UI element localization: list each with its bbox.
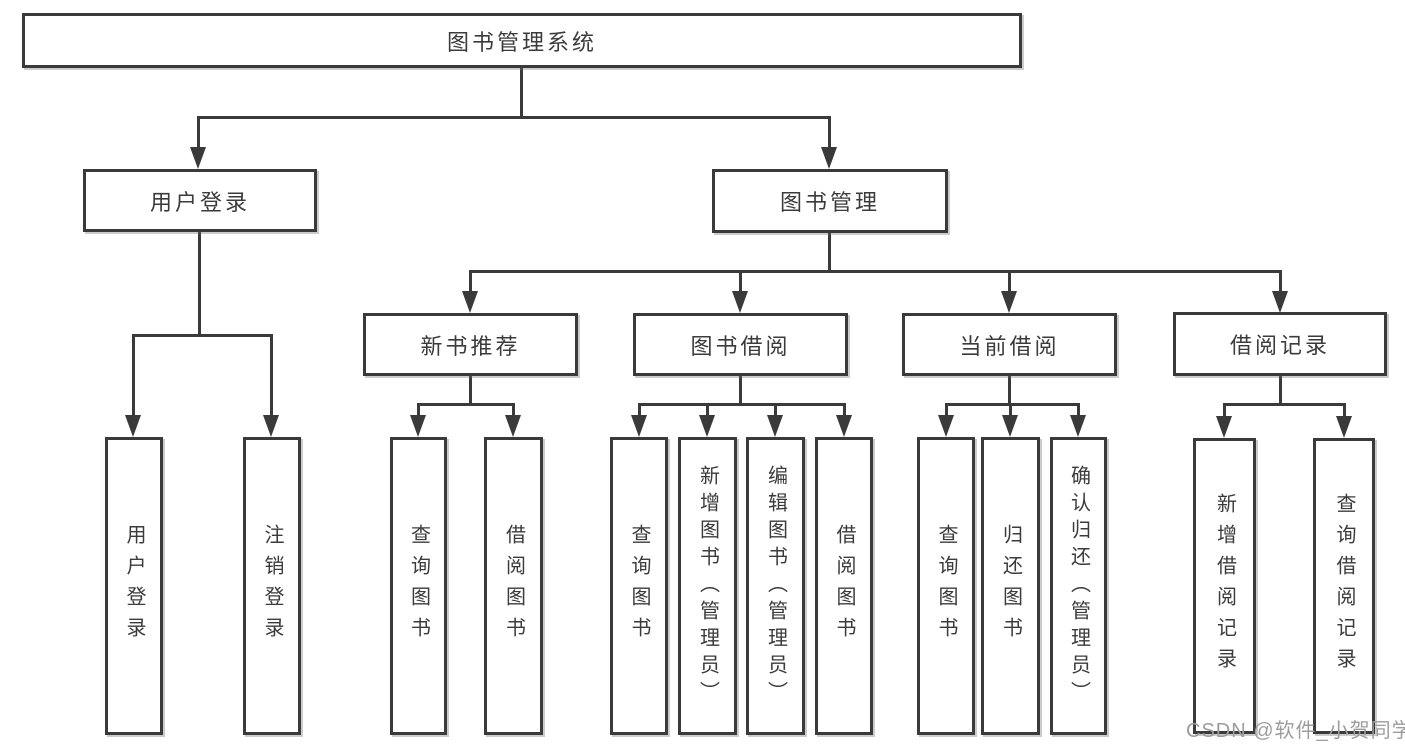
connector-line bbox=[1077, 403, 1080, 418]
leaf-query-book-recommend: 查询图书 bbox=[390, 437, 447, 735]
arrow-down-icon bbox=[767, 415, 783, 437]
node-book-management: 图书管理 bbox=[712, 169, 948, 233]
arrow-down-icon bbox=[732, 291, 748, 313]
arrow-down-icon bbox=[505, 415, 521, 437]
connector-line bbox=[945, 403, 1080, 406]
leaf-confirm-return-admin: 确认归还（管理员） bbox=[1050, 437, 1107, 735]
connector-line bbox=[198, 231, 201, 337]
connector-line bbox=[132, 334, 135, 418]
connector-line bbox=[774, 403, 777, 418]
connector-line bbox=[706, 403, 709, 418]
connector-line bbox=[1009, 403, 1012, 418]
arrow-down-icon bbox=[1336, 416, 1352, 438]
leaf-borrow-book-recommend: 借阅图书 bbox=[484, 437, 543, 735]
connector-line bbox=[520, 68, 523, 118]
arrow-down-icon bbox=[631, 415, 647, 437]
arrow-down-icon bbox=[462, 291, 478, 313]
watermark: CSDN @软件_小贺同学 bbox=[1186, 720, 1405, 742]
connector-line bbox=[1279, 270, 1282, 294]
arrow-down-icon bbox=[190, 147, 206, 169]
connector-line bbox=[1343, 403, 1346, 419]
node-book-borrow-label: 图书借阅 bbox=[690, 333, 791, 359]
connector-line bbox=[945, 403, 948, 418]
arrow-down-icon bbox=[1001, 291, 1017, 313]
arrow-down-icon bbox=[938, 415, 954, 437]
arrow-down-icon bbox=[410, 415, 426, 437]
leaf-add-book-admin: 新增图书（管理员） bbox=[678, 437, 737, 735]
node-user-login-label: 用户登录 bbox=[149, 189, 250, 215]
connector-line bbox=[1223, 403, 1346, 406]
leaf-return-book-label: 归还图书 bbox=[999, 524, 1022, 648]
connector-line bbox=[512, 403, 515, 418]
connector-line bbox=[828, 116, 831, 150]
connector-line bbox=[197, 116, 831, 119]
node-current-borrow: 当前借阅 bbox=[902, 313, 1117, 376]
node-book-borrow: 图书借阅 bbox=[633, 313, 848, 376]
leaf-query-book-borrow-label: 查询图书 bbox=[628, 524, 650, 648]
arrow-down-icon bbox=[836, 415, 852, 437]
arrow-down-icon bbox=[821, 147, 837, 169]
node-new-book-recommend: 新书推荐 bbox=[363, 313, 578, 376]
arrow-down-icon bbox=[1216, 416, 1232, 438]
arrow-down-icon bbox=[1002, 415, 1018, 437]
connector-line bbox=[638, 403, 641, 418]
leaf-query-book-borrow: 查询图书 bbox=[610, 437, 668, 735]
leaf-query-book-current: 查询图书 bbox=[917, 437, 975, 735]
node-book-management-label: 图书管理 bbox=[779, 190, 880, 215]
connector-line bbox=[469, 270, 472, 294]
arrow-down-icon bbox=[263, 415, 279, 437]
connector-line bbox=[739, 270, 742, 294]
leaf-borrow-book-recommend-label: 借阅图书 bbox=[502, 524, 525, 648]
connector-line bbox=[417, 403, 515, 406]
connector-line bbox=[270, 334, 273, 418]
connector-line bbox=[417, 403, 420, 418]
connector-line bbox=[1008, 376, 1011, 406]
leaf-query-book-recommend-label: 查询图书 bbox=[407, 524, 430, 648]
arrow-down-icon bbox=[1070, 415, 1086, 437]
leaf-query-borrow-record: 查询借阅记录 bbox=[1313, 438, 1375, 734]
node-current-borrow-label: 当前借阅 bbox=[959, 333, 1060, 359]
leaf-add-borrow-record-label: 新增借阅记录 bbox=[1213, 493, 1236, 679]
leaf-edit-book-admin: 编辑图书（管理员） bbox=[746, 437, 805, 735]
leaf-user-login: 用户登录 bbox=[105, 437, 163, 735]
connector-line bbox=[469, 376, 472, 406]
node-root-label: 图书管理系统 bbox=[446, 29, 597, 55]
arrow-down-icon bbox=[699, 415, 715, 437]
leaf-add-borrow-record: 新增借阅记录 bbox=[1193, 438, 1256, 734]
leaf-logout-label: 注销登录 bbox=[261, 524, 283, 648]
connector-line bbox=[1279, 376, 1282, 406]
leaf-add-book-admin-label: 新增图书（管理员） bbox=[696, 464, 719, 708]
connector-line bbox=[1223, 403, 1226, 419]
node-user-login: 用户登录 bbox=[83, 169, 317, 232]
connector-line bbox=[638, 403, 846, 406]
leaf-edit-book-admin-label: 编辑图书（管理员） bbox=[764, 464, 787, 708]
leaf-borrow-book: 借阅图书 bbox=[815, 437, 873, 735]
connector-line bbox=[1008, 270, 1011, 294]
leaf-borrow-book-label: 借阅图书 bbox=[833, 524, 855, 648]
connector-line bbox=[843, 403, 846, 418]
connector-line bbox=[739, 376, 742, 406]
node-borrow-records: 借阅记录 bbox=[1173, 312, 1387, 376]
node-borrow-records-label: 借阅记录 bbox=[1229, 333, 1330, 358]
leaf-user-login-label: 用户登录 bbox=[123, 524, 145, 648]
leaf-logout: 注销登录 bbox=[243, 437, 301, 735]
arrow-down-icon bbox=[125, 415, 141, 437]
leaf-return-book: 归还图书 bbox=[981, 437, 1040, 735]
node-root: 图书管理系统 bbox=[22, 13, 1022, 68]
leaf-query-book-current-label: 查询图书 bbox=[935, 524, 957, 648]
arrow-down-icon bbox=[1272, 291, 1288, 313]
connector-line bbox=[469, 270, 1281, 273]
leaf-confirm-return-admin-label: 确认归还（管理员） bbox=[1067, 464, 1090, 708]
connector-line bbox=[132, 334, 273, 337]
connector-line bbox=[828, 233, 831, 273]
node-new-book-recommend-label: 新书推荐 bbox=[420, 333, 521, 359]
connector-line bbox=[197, 116, 200, 150]
leaf-query-borrow-record-label: 查询借阅记录 bbox=[1333, 493, 1355, 679]
